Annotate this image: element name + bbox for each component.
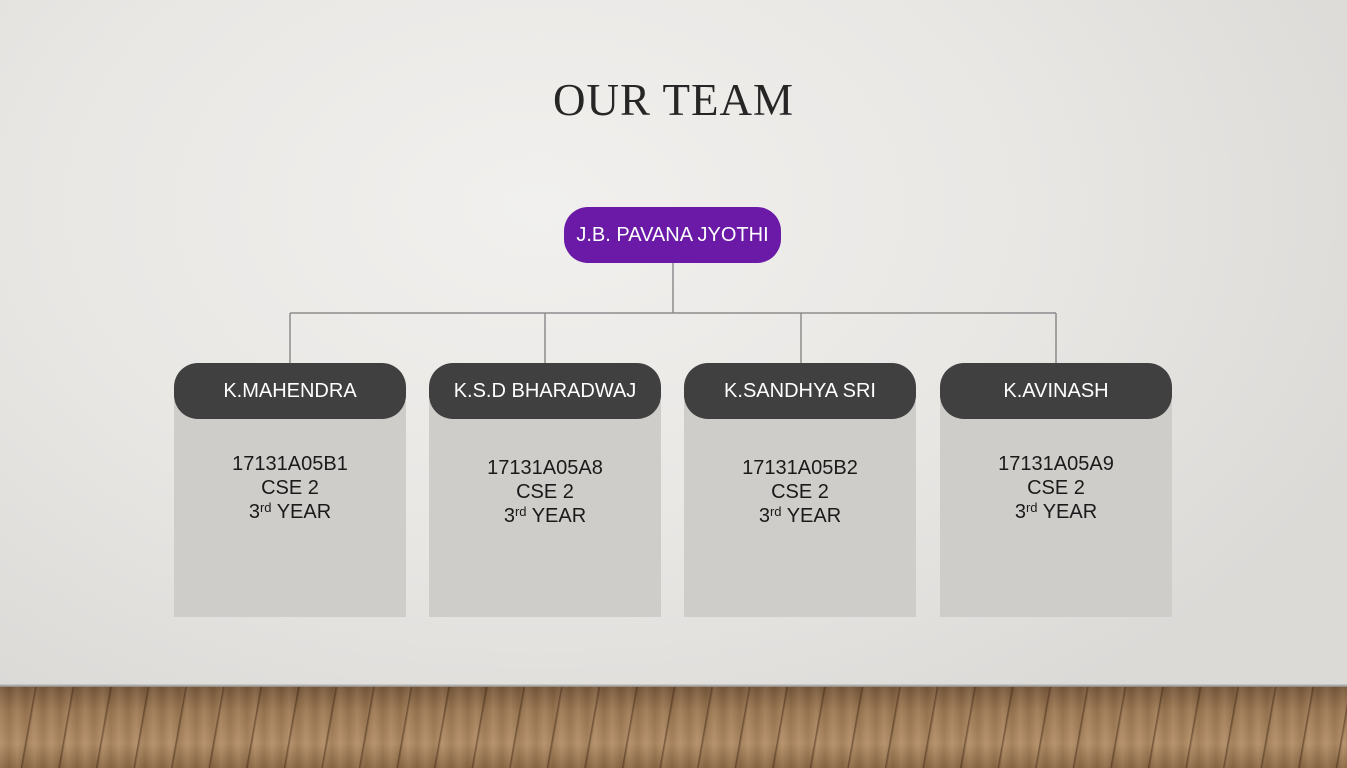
member-year: 3rd YEAR	[1014, 500, 1098, 523]
team-member-card: K.SANDHYA SRI 17131A05B2 CSE 2 3rd YEAR	[684, 363, 916, 617]
member-name-header: K.AVINASH	[940, 363, 1172, 419]
member-name-header: K.MAHENDRA	[174, 363, 406, 419]
team-member-card: K.AVINASH 17131A05A9 CSE 2 3rd YEAR	[940, 363, 1172, 617]
member-roll-number: 17131A05A9	[998, 453, 1114, 475]
member-card-body	[940, 401, 1172, 617]
member-card-body	[684, 401, 916, 617]
member-name: K.MAHENDRA	[223, 379, 357, 402]
member-details: 17131A05B2 CSE 2 3rd YEAR	[684, 456, 916, 528]
member-year: 3rd YEAR	[248, 500, 332, 523]
member-name-header: K.S.D BHARADWAJ	[429, 363, 661, 419]
slide-title: OUR TEAM	[553, 75, 794, 125]
member-name: K.AVINASH	[1003, 379, 1109, 402]
team-lead-box: J.B. PAVANA JYOTHI	[564, 207, 781, 263]
member-card-body	[174, 401, 406, 617]
wood-floor	[0, 687, 1347, 768]
member-year: 3rd YEAR	[503, 504, 587, 527]
member-card-body	[429, 401, 661, 617]
team-member-card: K.S.D BHARADWAJ 17131A05A8 CSE 2 3rd YEA…	[429, 363, 661, 617]
member-name: K.SANDHYA SRI	[724, 379, 876, 402]
org-chart-connectors	[289, 263, 1057, 363]
member-branch: CSE 2	[261, 477, 319, 499]
member-details: 17131A05B1 CSE 2 3rd YEAR	[174, 452, 406, 524]
member-roll-number: 17131A05B1	[232, 453, 348, 475]
member-roll-number: 17131A05A8	[487, 457, 603, 479]
member-branch: CSE 2	[1027, 477, 1085, 499]
team-member-card: K.MAHENDRA 17131A05B1 CSE 2 3rd YEAR	[174, 363, 406, 617]
member-details: 17131A05A8 CSE 2 3rd YEAR	[429, 456, 661, 528]
member-details: 17131A05A9 CSE 2 3rd YEAR	[940, 452, 1172, 524]
member-branch: CSE 2	[516, 481, 574, 503]
member-name-header: K.SANDHYA SRI	[684, 363, 916, 419]
member-branch: CSE 2	[771, 481, 829, 503]
floor-edge	[0, 684, 1347, 688]
member-roll-number: 17131A05B2	[742, 457, 858, 479]
member-year: 3rd YEAR	[758, 504, 842, 527]
member-name: K.S.D BHARADWAJ	[453, 379, 637, 402]
team-lead-name: J.B. PAVANA JYOTHI	[576, 223, 769, 246]
